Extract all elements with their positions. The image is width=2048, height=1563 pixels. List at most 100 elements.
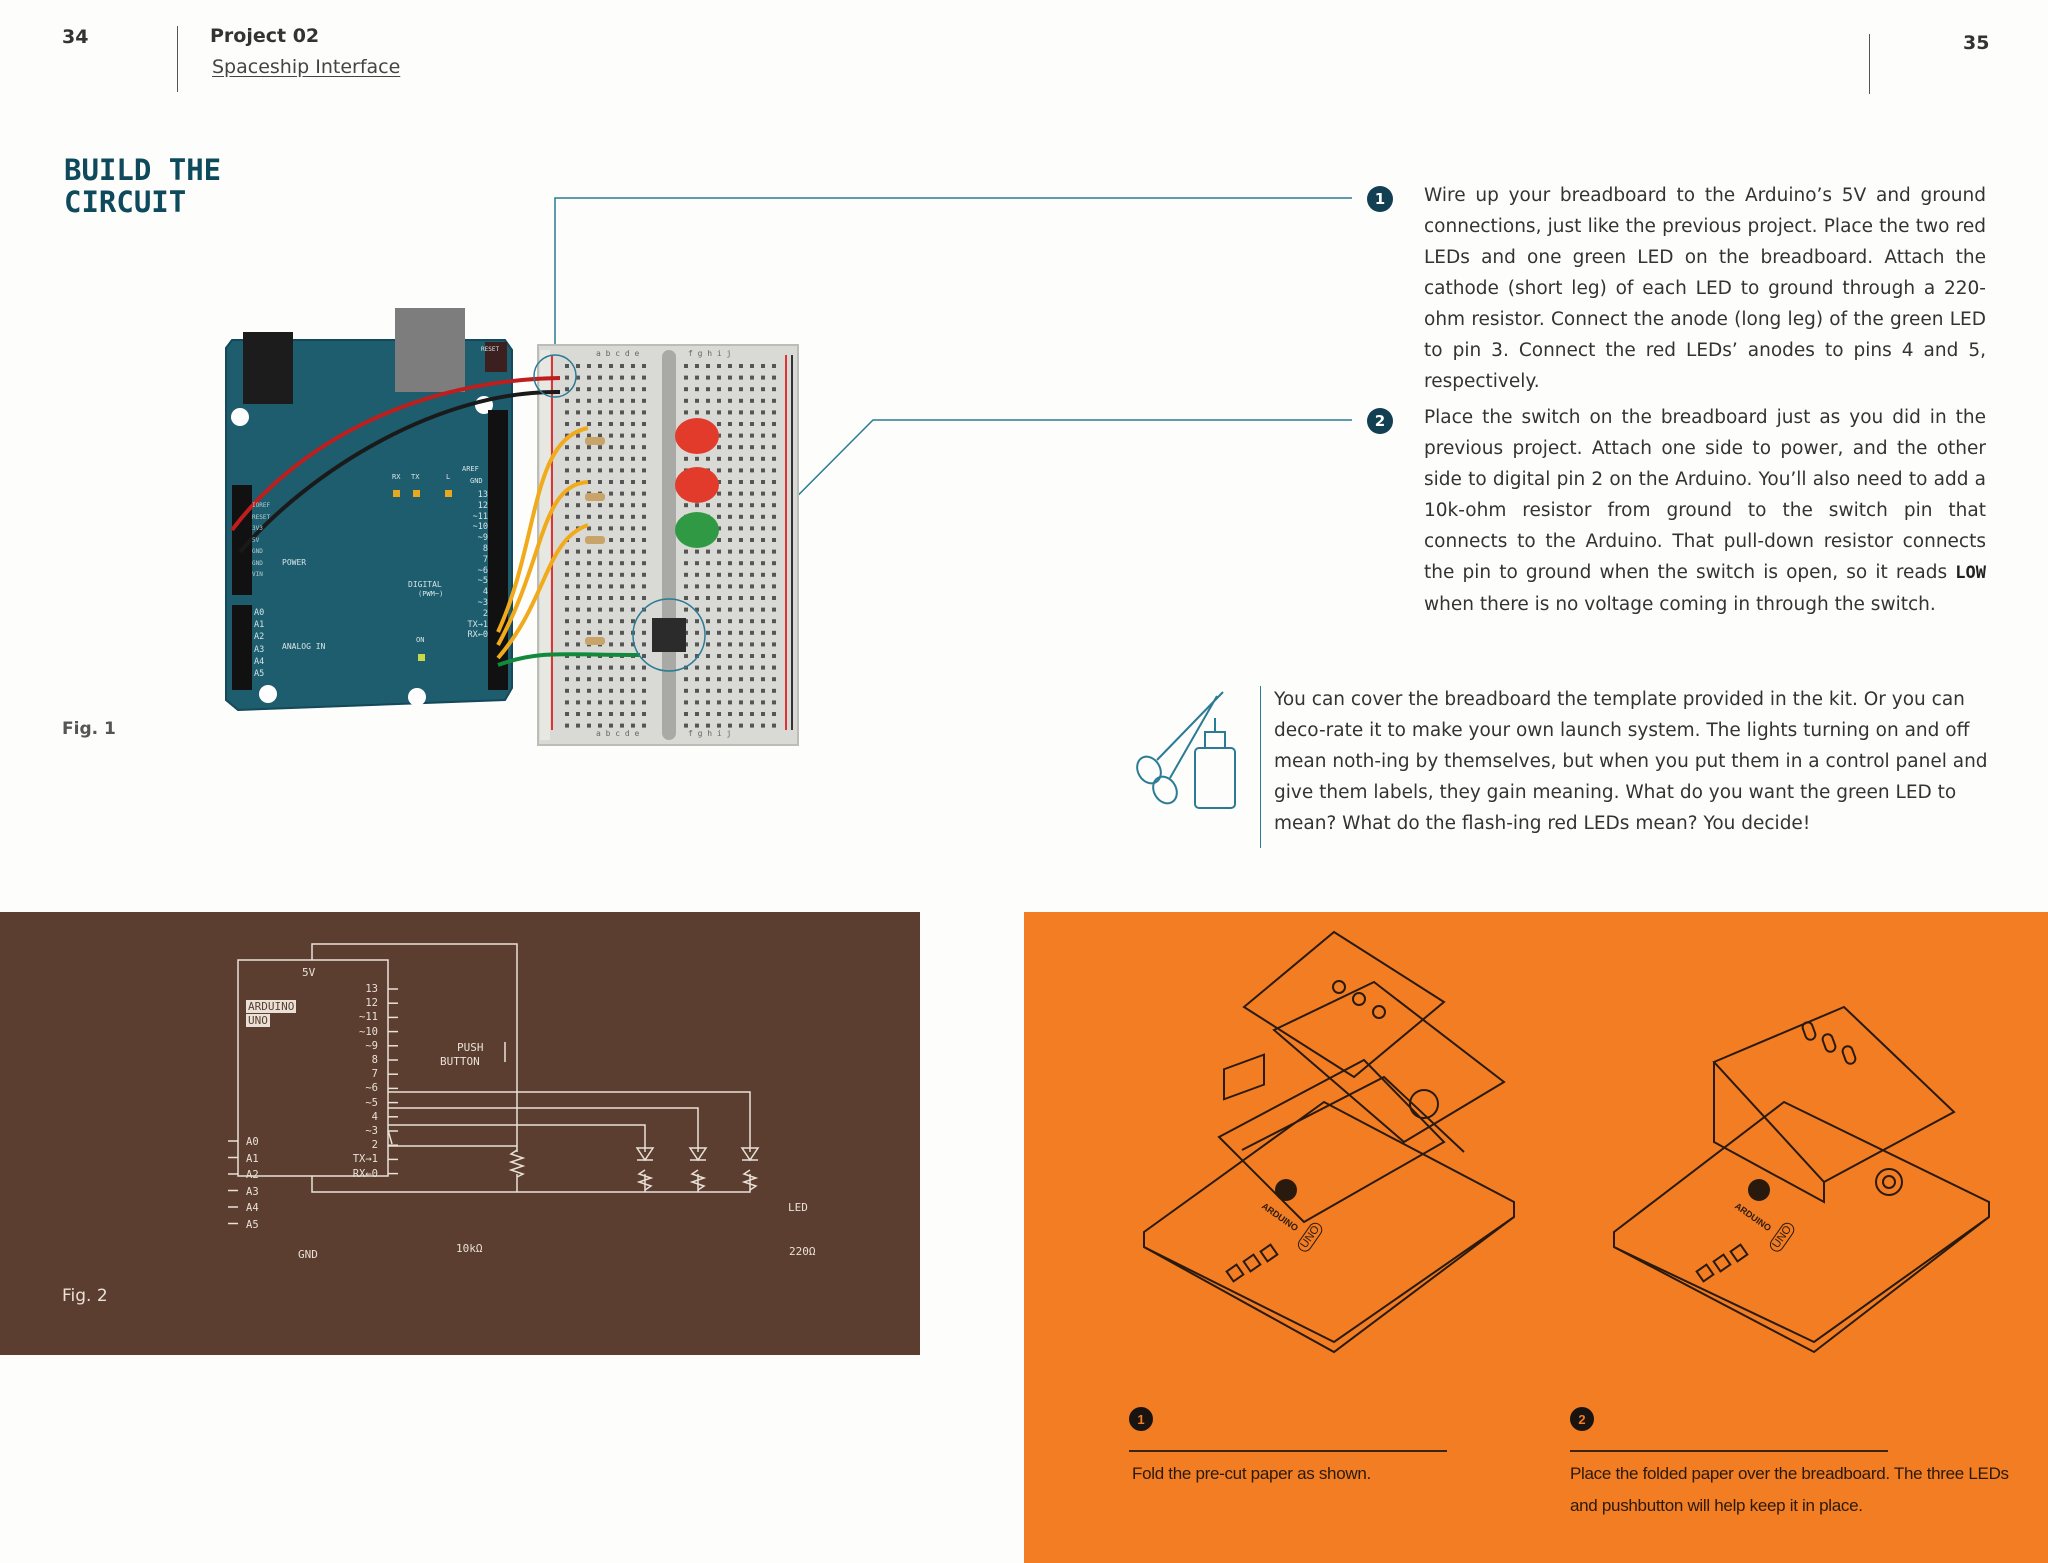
breadboard-hole (750, 410, 754, 415)
breadboard-hole (750, 480, 754, 484)
breadboard-hole (706, 584, 710, 589)
breadboard-hole (598, 410, 602, 415)
breadboard-hole (761, 688, 765, 693)
breadboard-hole (620, 491, 624, 496)
breadboard-hole (761, 572, 765, 577)
step-2-text-part: Place the switch on the breadboard just … (1424, 407, 1986, 583)
analog-in-label: ANALOG IN (282, 642, 326, 651)
step-2-text: Place the switch on the breadboard just … (1424, 402, 1986, 620)
schematic-diagram (228, 943, 760, 1225)
breadboard-hole (576, 549, 580, 554)
breadboard-hole (717, 584, 721, 589)
breadboard-hole (565, 422, 569, 426)
wire-pin2 (497, 652, 641, 667)
power-label: POWER (282, 558, 307, 567)
breadboard-hole (642, 596, 646, 600)
schem-digital-pin-label: ~11 (359, 1011, 378, 1024)
board-digital-pin-label: 12 (477, 500, 488, 511)
breadboard-hole (620, 619, 624, 624)
breadboard-hole (728, 596, 732, 600)
breadboard-hole (728, 514, 732, 519)
breadboard-hole (620, 503, 624, 508)
breadboard-hole (565, 433, 569, 438)
breadboard-hole (750, 642, 754, 647)
breadboard-hole (565, 665, 569, 670)
breadboard-hole (576, 422, 580, 426)
breadboard-hole (772, 422, 776, 426)
breadboard-hole (642, 410, 646, 415)
breadboard-hole (565, 375, 569, 380)
breadboard-hole (706, 410, 710, 415)
schem-digital-pin-label: 7 (371, 1068, 378, 1081)
schem-analog-pin-label: A2 (246, 1169, 259, 1181)
breadboard-hole (587, 456, 591, 461)
pwm-label: (PWM~) (418, 590, 444, 598)
breadboard-hole (609, 433, 613, 438)
breadboard-hole (739, 654, 743, 658)
breadboard-hole (642, 433, 646, 438)
breadboard-hole (631, 607, 635, 612)
schem-digital-pin-label: ~6 (365, 1082, 378, 1095)
breadboard-hole (576, 538, 580, 542)
breadboard-hole (750, 677, 754, 682)
breadboard-hole (620, 375, 624, 380)
usb-port (395, 308, 465, 392)
schem-digital-pin-label: ~9 (365, 1039, 378, 1052)
breadboard-hole (620, 607, 624, 612)
breadboard-hole (576, 514, 580, 519)
breadboard-hole (609, 364, 613, 368)
breadboard-hole (620, 538, 624, 542)
breadboard-hole (728, 688, 732, 693)
breadboard-hole (695, 630, 699, 635)
breadboard-hole (728, 642, 732, 647)
schem-digital-pin-label: ~5 (365, 1096, 378, 1109)
breadboard-hole (576, 503, 580, 508)
breadboard-hole (706, 688, 710, 693)
breadboard-hole (620, 584, 624, 589)
breadboard-hole (739, 387, 743, 392)
breadboard-hole (587, 712, 591, 716)
breadboard-hole (587, 700, 591, 705)
breadboard-hole (739, 712, 743, 716)
breadboard-hole (750, 468, 754, 473)
breadboard-hole (609, 572, 613, 577)
breadboard-hole (750, 503, 754, 508)
breadboard-hole (598, 456, 602, 461)
rx-label: RX (392, 473, 401, 481)
breadboard-hole (761, 723, 765, 728)
green-led (675, 512, 719, 548)
wire-pin5 (496, 426, 589, 633)
breadboard-hole (565, 642, 569, 647)
breadboard-hole (642, 677, 646, 682)
breadboard-hole (761, 619, 765, 624)
breadboard-hole (772, 526, 776, 531)
breadboard-hole (587, 619, 591, 624)
breadboard-hole (620, 572, 624, 577)
breadboard-hole (642, 712, 646, 716)
breadboard-hole (717, 480, 721, 484)
orange-instructions-panel: ARDUINO UNO ARDUINO UNO 1 Fold the pre-c… (1024, 912, 2048, 1563)
breadboard-hole (565, 688, 569, 693)
breadboard-hole (609, 491, 613, 496)
breadboard-hole (631, 433, 635, 438)
breadboard-hole (706, 677, 710, 682)
left-page-number: 34 (62, 26, 89, 48)
breadboard-hole (739, 480, 743, 484)
breadboard-hole (772, 700, 776, 705)
orange-step-2-text: Place the folded paper over the breadboa… (1570, 1464, 2009, 1515)
breadboard-hole (598, 514, 602, 519)
breadboard-hole (772, 491, 776, 496)
breadboard-hole (576, 700, 580, 705)
breadboard-hole (717, 700, 721, 705)
board-analog-pin-label: A1 (254, 620, 265, 631)
breadboard-hole (587, 514, 591, 519)
breadboard-hole (728, 468, 732, 473)
breadboard-hole (598, 398, 602, 403)
breadboard-hole (598, 584, 602, 589)
breadboard-hole (750, 491, 754, 496)
breadboard-hole (706, 456, 710, 461)
breadboard-hole (587, 422, 591, 426)
breadboard-hole (631, 561, 635, 566)
breadboard-hole (761, 491, 765, 496)
breadboard-hole (631, 456, 635, 461)
